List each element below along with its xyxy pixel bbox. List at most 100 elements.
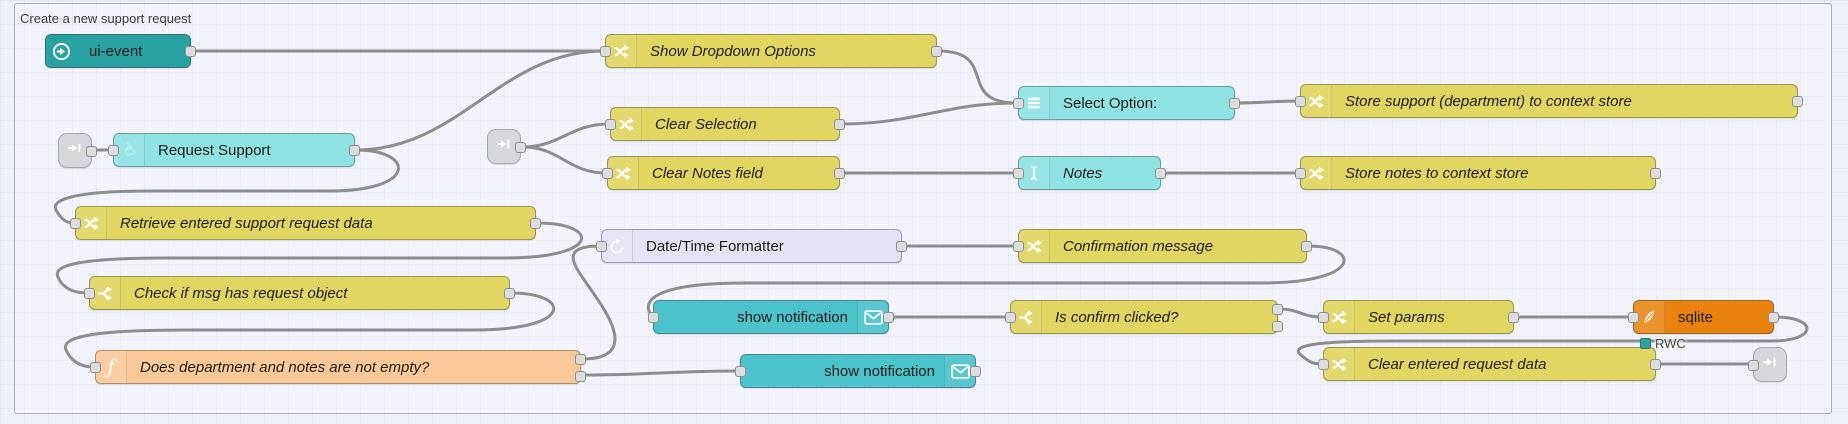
node-show-notification-2[interactable]: show notification <box>735 354 981 388</box>
input-port[interactable] <box>605 119 616 130</box>
timer-icon <box>602 230 633 262</box>
node-link-in-2[interactable] <box>487 129 526 164</box>
output-port[interactable] <box>1155 168 1166 179</box>
input-port[interactable] <box>1318 359 1329 370</box>
output-port[interactable] <box>530 218 541 229</box>
input-port[interactable] <box>1295 168 1306 179</box>
node-confirmation-message[interactable]: Confirmation message <box>1013 229 1312 263</box>
input-port[interactable] <box>84 288 95 299</box>
node-label: Clear entered request data <box>1368 355 1547 373</box>
input-port[interactable] <box>1013 98 1024 109</box>
node-show-notification-1[interactable]: show notification <box>648 300 894 334</box>
output-port[interactable] <box>1508 312 1519 323</box>
node-check-msg-request-object[interactable]: Check if msg has request object <box>84 276 515 310</box>
node-label: Store support (department) to context st… <box>1345 92 1632 110</box>
node-link-out[interactable] <box>1748 347 1787 382</box>
input-port[interactable] <box>1748 360 1759 371</box>
node-label: Retrieve entered support request data <box>120 214 373 232</box>
list-bars-icon <box>1019 87 1050 119</box>
node-clear-notes-field[interactable]: Clear Notes field <box>602 156 845 190</box>
output-port-2[interactable] <box>1272 321 1283 332</box>
output-port[interactable] <box>185 46 196 57</box>
input-port[interactable] <box>1295 96 1306 107</box>
wire <box>571 244 617 361</box>
input-port[interactable] <box>1005 312 1016 323</box>
node-store-notes-to-context[interactable]: Store notes to context store <box>1295 156 1661 190</box>
shuffle-icon <box>1324 348 1355 380</box>
node-notes-text-input[interactable]: Notes <box>1013 156 1166 190</box>
node-retrieve-request-data[interactable]: Retrieve entered support request data <box>70 206 541 240</box>
input-port[interactable] <box>90 362 101 373</box>
wire <box>1296 315 1809 366</box>
node-label: Set params <box>1368 308 1445 326</box>
link-arrow-icon <box>496 136 512 157</box>
node-function-not-empty-check[interactable]: ƒ Does department and notes are not empt… <box>90 350 586 384</box>
output-port[interactable] <box>86 146 97 157</box>
input-port[interactable] <box>735 366 746 377</box>
output-port[interactable] <box>1650 168 1661 179</box>
sqlite-status: RWC <box>1640 336 1686 351</box>
node-store-support-to-context[interactable]: Store support (department) to context st… <box>1295 84 1803 118</box>
output-port[interactable] <box>834 119 845 130</box>
wire <box>521 122 611 149</box>
output-port-1[interactable] <box>575 354 586 365</box>
input-port[interactable] <box>596 241 607 252</box>
status-text: RWC <box>1655 336 1686 351</box>
output-port[interactable] <box>1650 359 1661 370</box>
circle-arrow-right-icon <box>46 35 76 67</box>
input-port[interactable] <box>648 312 659 323</box>
output-port[interactable] <box>1792 96 1803 107</box>
node-select-option[interactable]: Select Option: <box>1013 86 1240 120</box>
node-sqlite[interactable]: sqlite <box>1628 300 1779 334</box>
output-port[interactable] <box>834 168 845 179</box>
output-port-1[interactable] <box>1272 304 1283 315</box>
node-request-support-button[interactable]: ☝ Request Support <box>108 133 360 167</box>
node-label: Select Option: <box>1063 94 1158 112</box>
output-port[interactable] <box>515 142 526 153</box>
input-port[interactable] <box>70 218 81 229</box>
input-port[interactable] <box>1013 241 1024 252</box>
node-label: ui-event <box>89 42 143 60</box>
node-ui-event[interactable]: ui-event <box>45 34 196 68</box>
input-port[interactable] <box>108 145 119 156</box>
shuffle-icon <box>1301 85 1332 117</box>
node-label: Request Support <box>158 141 271 159</box>
input-port[interactable] <box>600 46 611 57</box>
input-port[interactable] <box>1628 312 1639 323</box>
node-clear-selection[interactable]: Clear Selection <box>605 107 845 141</box>
node-label: Date/Time Formatter <box>646 237 784 255</box>
node-link-in-1[interactable] <box>58 133 97 168</box>
shuffle-icon <box>1019 230 1050 262</box>
envelope-icon <box>944 355 975 387</box>
output-port[interactable] <box>1301 241 1312 252</box>
output-port[interactable] <box>349 145 360 156</box>
node-show-dropdown-options[interactable]: Show Dropdown Options <box>600 34 942 68</box>
group-label: Create a new support request <box>20 11 192 26</box>
output-port[interactable] <box>1229 98 1240 109</box>
output-port[interactable] <box>970 366 981 377</box>
shuffle-icon <box>611 108 642 140</box>
input-port[interactable] <box>1318 312 1329 323</box>
node-label: Confirmation message <box>1063 237 1214 255</box>
node-label: Clear Notes field <box>652 164 763 182</box>
wire <box>354 49 606 152</box>
input-port[interactable] <box>1013 168 1024 179</box>
node-datetime-formatter[interactable]: Date/Time Formatter <box>596 229 907 263</box>
wire <box>1234 99 1301 105</box>
node-set-params[interactable]: Set params <box>1318 300 1519 334</box>
hand-pointer-icon: ☝ <box>114 134 145 166</box>
input-port[interactable] <box>602 168 613 179</box>
node-label: Is confirm clicked? <box>1055 308 1179 326</box>
wire <box>646 244 1346 319</box>
node-is-confirm-clicked[interactable]: Is confirm clicked? <box>1005 300 1283 334</box>
output-port[interactable] <box>883 312 894 323</box>
output-port[interactable] <box>504 288 515 299</box>
node-label: show notification <box>824 362 935 380</box>
output-port[interactable] <box>931 46 942 57</box>
node-clear-entered-request-data[interactable]: Clear entered request data <box>1318 347 1661 381</box>
output-port[interactable] <box>896 241 907 252</box>
output-port-2[interactable] <box>575 371 586 382</box>
output-port[interactable] <box>1768 312 1779 323</box>
